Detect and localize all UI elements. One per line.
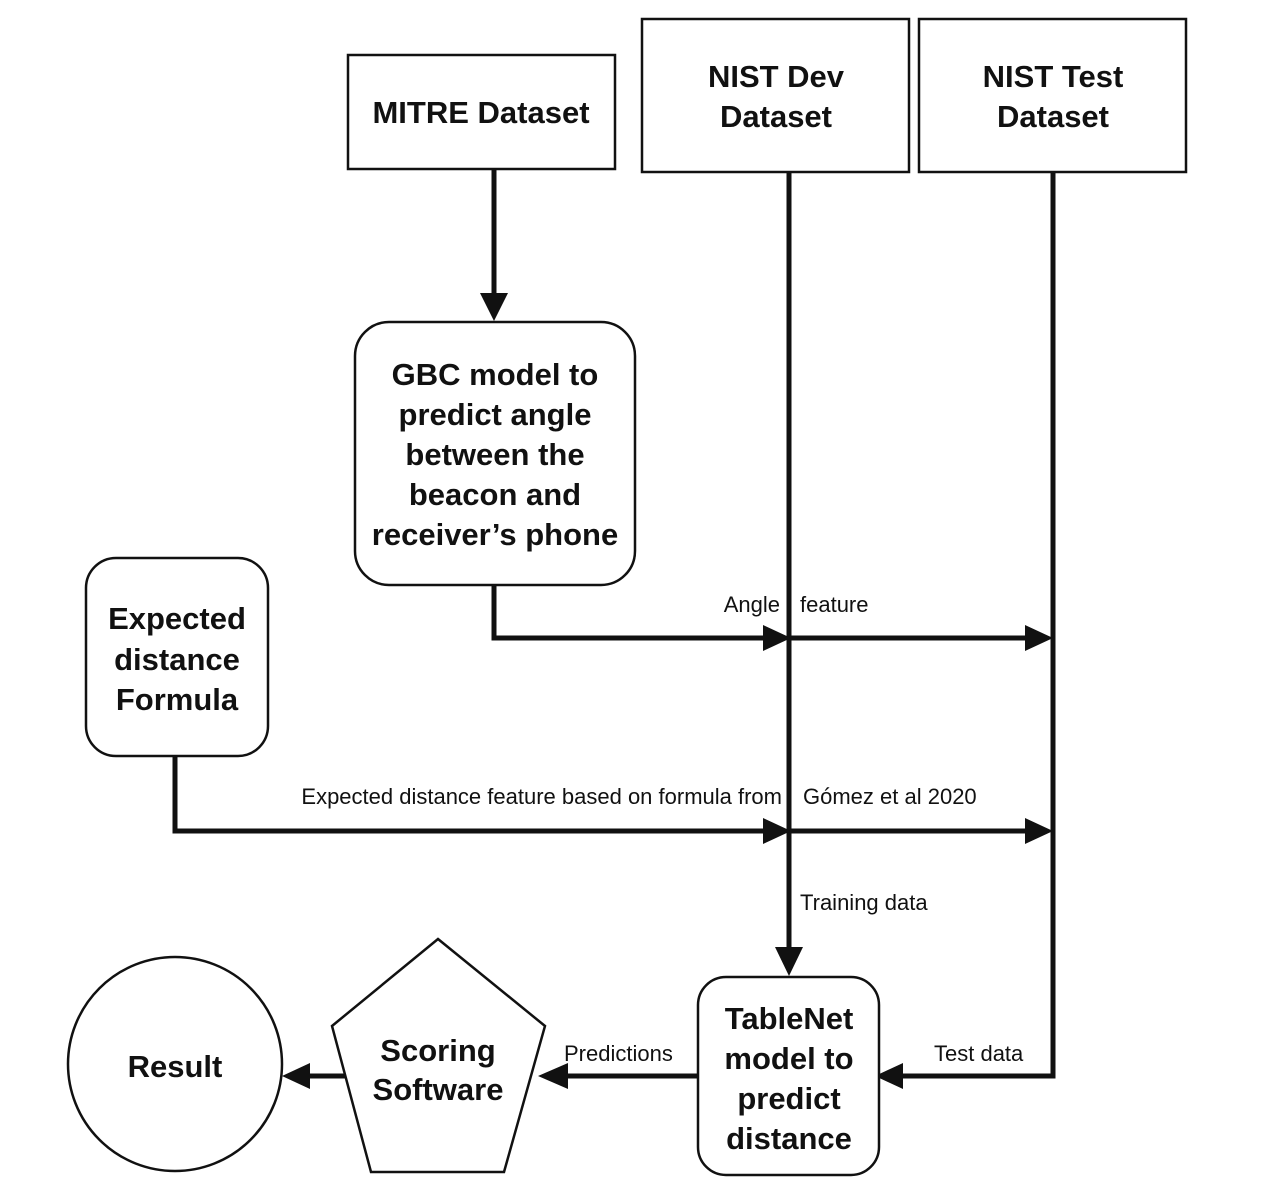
node-scoring-line-2: Software: [373, 1072, 504, 1107]
arrowhead-right-angle-dev: [763, 625, 791, 651]
edge-labels: Angle feature Expected distance feature …: [301, 592, 1024, 1066]
edge-gbc-angle-feature: [491, 586, 765, 641]
node-gbc-line-2: predict angle: [399, 397, 592, 432]
node-tablenet-line-2: model to: [724, 1041, 853, 1076]
node-mitre-line-1: MITRE Dataset: [372, 95, 589, 130]
node-tablenet-model: TableNet model to predict distance: [696, 975, 881, 1177]
node-nist-dev-dataset: NIST Dev Dataset: [640, 17, 911, 174]
node-nist-test-line-2: Dataset: [997, 99, 1109, 134]
edge-nisttest-to-tablenet: [900, 172, 1056, 1079]
label-predictions: Predictions: [564, 1041, 673, 1066]
arrowheads: [282, 293, 1053, 1089]
arrowhead-right-expected-dev: [763, 818, 791, 844]
node-expected-line-3: Formula: [116, 682, 239, 717]
node-gbc-line-5: receiver’s phone: [372, 517, 618, 552]
arrowhead-down-gbc: [480, 293, 508, 321]
label-gomez-citation: Gómez et al 2020: [803, 784, 977, 809]
node-scoring-software: Scoring Software: [330, 937, 547, 1174]
node-scoring-line-1: Scoring: [380, 1033, 495, 1068]
label-test-data: Test data: [934, 1041, 1024, 1066]
arrowhead-left-result: [282, 1063, 310, 1089]
node-result: Result: [66, 955, 284, 1173]
arrowhead-left-scoring: [538, 1063, 568, 1089]
node-expected-line-1: Expected: [108, 601, 246, 636]
node-gbc-line-1: GBC model to: [392, 357, 599, 392]
node-nist-test-dataset: NIST Test Dataset: [917, 17, 1188, 174]
node-nist-test-line-1: NIST Test: [983, 59, 1124, 94]
label-angle: Angle: [724, 592, 780, 617]
node-expected-distance-formula: Expected distance Formula: [84, 556, 270, 758]
node-result-line-1: Result: [128, 1049, 223, 1084]
edge-expected-feature: [172, 757, 765, 834]
label-training-data: Training data: [800, 890, 928, 915]
node-tablenet-line-3: predict: [737, 1081, 840, 1116]
node-gbc-model: GBC model to predict angle between the b…: [353, 320, 637, 587]
node-expected-line-2: distance: [114, 642, 240, 677]
arrowhead-down-tablenet: [775, 947, 803, 976]
node-tablenet-line-1: TableNet: [725, 1001, 854, 1036]
node-mitre-dataset: MITRE Dataset: [346, 53, 617, 171]
arrowhead-right-expected-test: [1025, 818, 1053, 844]
label-expected-distance-feature: Expected distance feature based on formu…: [301, 784, 782, 809]
node-nist-dev-line-2: Dataset: [720, 99, 832, 134]
connectors: [172, 170, 1056, 1079]
label-feature: feature: [800, 592, 869, 617]
node-gbc-line-4: beacon and: [409, 477, 581, 512]
arrowhead-left-tablenet: [875, 1063, 903, 1089]
node-tablenet-line-4: distance: [726, 1121, 852, 1156]
node-gbc-line-3: between the: [405, 437, 584, 472]
arrowhead-right-angle-test: [1025, 625, 1053, 651]
node-nist-dev-line-1: NIST Dev: [708, 59, 845, 94]
